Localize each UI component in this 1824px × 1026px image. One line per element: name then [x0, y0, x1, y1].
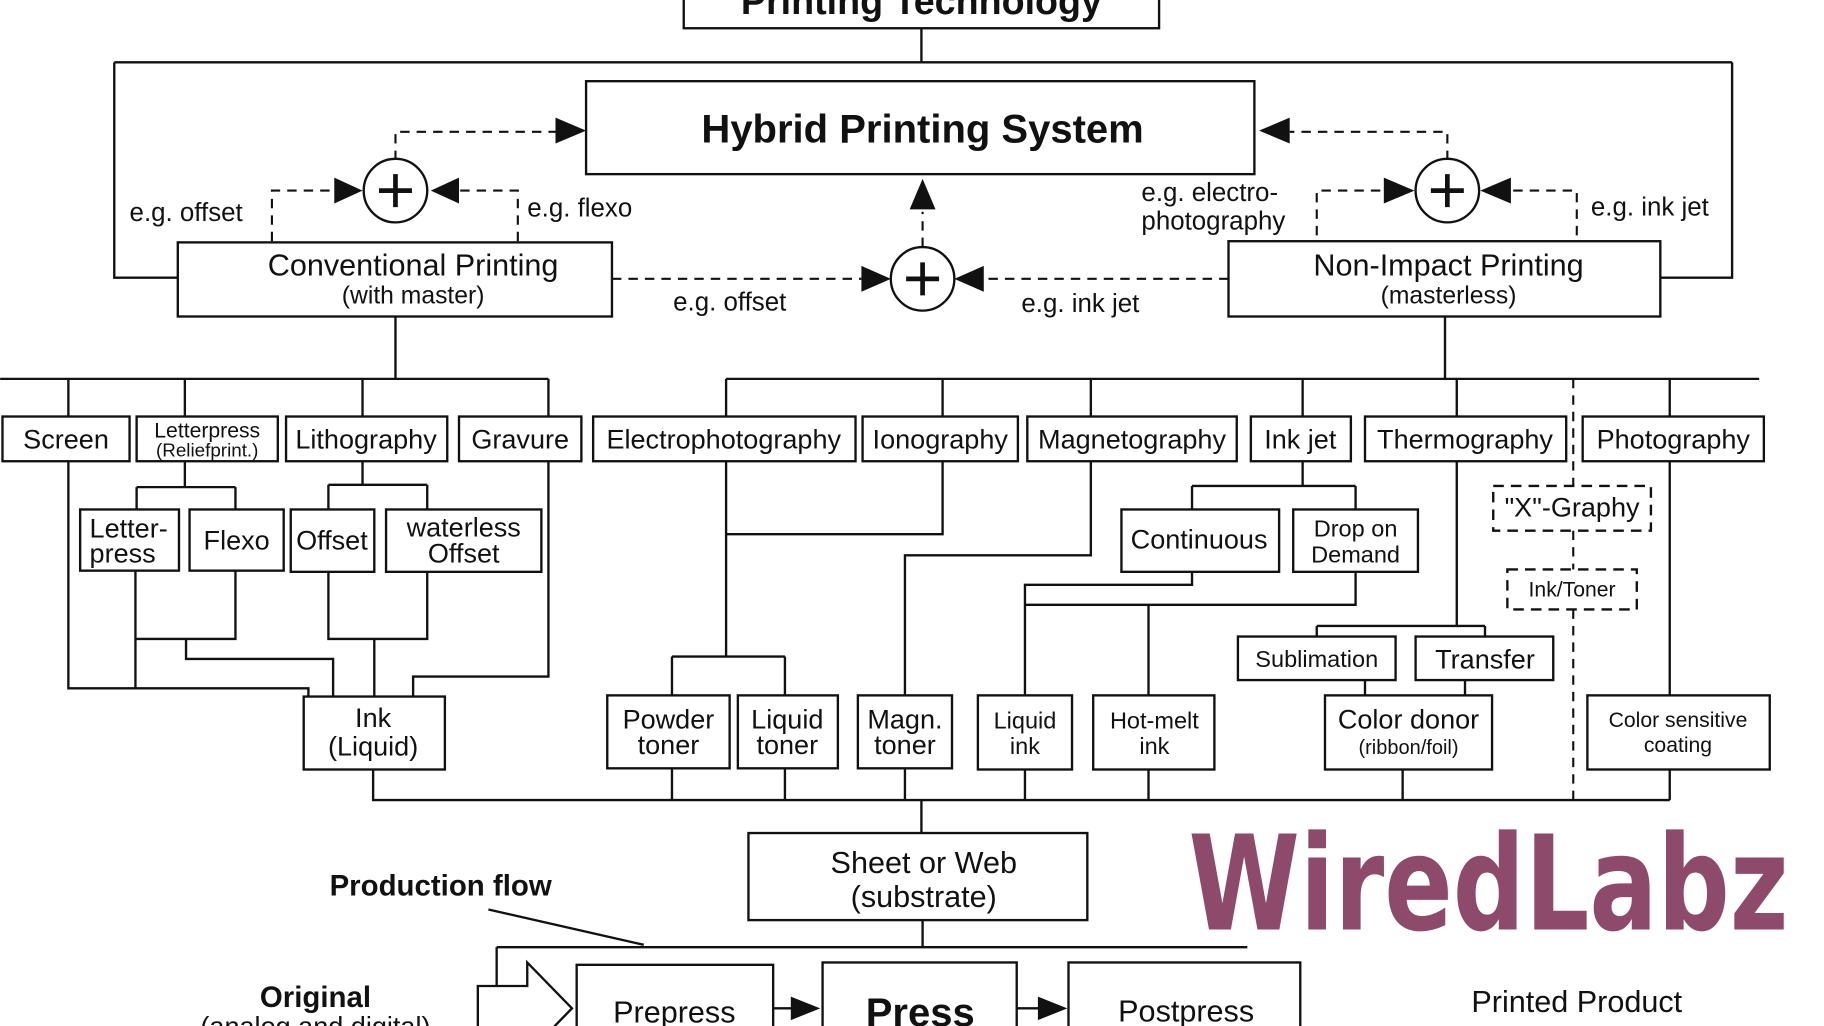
- arrow-right-icon: [790, 996, 821, 1021]
- svg-text:waterless: waterless: [406, 513, 521, 543]
- media-row: Ink (Liquid) Powder toner Liquid toner M…: [302, 694, 1771, 771]
- title-box: Printing Technology: [682, 0, 1161, 30]
- svg-text:Sheet or Web: Sheet or Web: [831, 846, 1017, 880]
- svg-text:Magn.: Magn.: [867, 704, 942, 734]
- process-row: Screen Letterpress (Reliefprint.) Lithog…: [1, 415, 1766, 463]
- svg-text:Ink: Ink: [355, 703, 392, 733]
- subprocess-row: Letter- press Flexo Offset waterless Off…: [78, 484, 1653, 682]
- arrow-left-icon: [954, 265, 984, 292]
- svg-text:Ink/Toner: Ink/Toner: [1529, 579, 1616, 602]
- outline-arrow-icon: [476, 959, 574, 1026]
- connector-lines: [0, 28, 1760, 986]
- svg-text:Transfer: Transfer: [1435, 644, 1535, 674]
- svg-text:Color sensitive: Color sensitive: [1609, 709, 1748, 732]
- production-flow: Production flow Original (analog and dig…: [200, 869, 1683, 1026]
- svg-text:Thermography: Thermography: [1377, 424, 1553, 454]
- svg-text:(Liquid): (Liquid): [328, 731, 418, 761]
- svg-text:Offset: Offset: [296, 525, 368, 555]
- svg-text:toner: toner: [756, 730, 818, 760]
- arrowheads: [334, 117, 1511, 1021]
- svg-text:Lithography: Lithography: [295, 424, 437, 454]
- svg-text:Photography: Photography: [1597, 424, 1751, 454]
- arrow-right-icon: [1037, 996, 1068, 1021]
- svg-text:photography: photography: [1141, 207, 1285, 235]
- svg-text:Prepress: Prepress: [613, 995, 735, 1026]
- substrate-box: Sheet or Web (substrate): [747, 831, 1089, 922]
- svg-text:Non-Impact Printing: Non-Impact Printing: [1313, 248, 1583, 282]
- svg-text:Offset: Offset: [428, 538, 500, 568]
- svg-text:Flexo: Flexo: [204, 525, 270, 555]
- svg-text:"X"-Graphy: "X"-Graphy: [1505, 493, 1640, 523]
- svg-text:(Reliefprint.): (Reliefprint.): [156, 440, 258, 461]
- svg-text:Letterpress: Letterpress: [154, 420, 260, 443]
- svg-text:Letter-: Letter-: [90, 514, 168, 544]
- svg-text:Liquid: Liquid: [751, 704, 823, 734]
- arrow-right-icon: [1383, 177, 1415, 204]
- arrow-right-icon: [334, 177, 363, 204]
- svg-text:Liquid: Liquid: [994, 707, 1057, 733]
- svg-text:Color donor: Color donor: [1338, 704, 1479, 734]
- svg-text:Hybrid Printing System: Hybrid Printing System: [701, 107, 1143, 151]
- production-flow-label: Production flow: [330, 869, 552, 902]
- svg-text:(ribbon/foil): (ribbon/foil): [1359, 737, 1459, 759]
- non-impact-box: Non-Impact Printing (masterless): [1227, 240, 1662, 318]
- svg-text:e.g. offset: e.g. offset: [673, 289, 786, 317]
- svg-text:Printed Product: Printed Product: [1471, 985, 1682, 1019]
- arrow-left-icon: [1480, 177, 1511, 204]
- svg-text:Continuous: Continuous: [1131, 524, 1268, 554]
- hybrid-box: Hybrid Printing System: [584, 80, 1256, 176]
- svg-text:press: press: [90, 538, 156, 568]
- svg-text:e.g. flexo: e.g. flexo: [527, 194, 632, 222]
- plus-circle-icon-right: [1414, 157, 1481, 224]
- svg-text:(masterless): (masterless): [1381, 283, 1517, 310]
- svg-text:ink: ink: [1010, 733, 1040, 759]
- svg-text:Postpress: Postpress: [1118, 994, 1254, 1026]
- svg-text:Powder: Powder: [623, 704, 715, 734]
- conventional-box: Conventional Printing (with master): [176, 241, 614, 318]
- svg-text:Magnetography: Magnetography: [1038, 424, 1226, 454]
- svg-text:Drop on: Drop on: [1314, 516, 1398, 542]
- svg-text:Ink jet: Ink jet: [1264, 424, 1337, 454]
- arrow-right-icon: [555, 117, 587, 144]
- svg-text:Demand: Demand: [1311, 541, 1400, 567]
- svg-text:(with master): (with master): [342, 283, 485, 310]
- svg-text:Electrophotography: Electrophotography: [606, 424, 841, 454]
- svg-text:(analog and digital): (analog and digital): [200, 1011, 430, 1026]
- diagram-title: Printing Technology: [741, 0, 1102, 22]
- svg-text:e.g. offset: e.g. offset: [130, 199, 243, 227]
- svg-text:e.g. electro-: e.g. electro-: [1141, 179, 1278, 207]
- arrow-right-icon: [861, 265, 891, 292]
- svg-text:coating: coating: [1644, 734, 1712, 757]
- svg-text:e.g. ink jet: e.g. ink jet: [1021, 290, 1139, 318]
- process-screen: Screen: [23, 424, 109, 454]
- plus-circle-icon-center: [889, 245, 956, 312]
- svg-text:Conventional Printing: Conventional Printing: [268, 248, 559, 282]
- arrow-up-icon: [909, 178, 936, 210]
- svg-text:(substrate): (substrate): [851, 880, 997, 914]
- svg-text:Ionography: Ionography: [873, 424, 1009, 454]
- svg-text:ink: ink: [1139, 733, 1169, 759]
- plus-circle-icon-left: [362, 157, 429, 224]
- svg-text:Gravure: Gravure: [471, 424, 569, 454]
- svg-text:Original: Original: [260, 981, 371, 1014]
- svg-text:Press: Press: [866, 991, 975, 1026]
- svg-text:toner: toner: [874, 730, 936, 760]
- arrow-left-icon: [430, 177, 460, 204]
- example-labels: e.g. offset e.g. flexo e.g. offset e.g. …: [130, 179, 1709, 318]
- svg-text:Hot-melt: Hot-melt: [1110, 707, 1199, 733]
- svg-text:Sublimation: Sublimation: [1255, 646, 1378, 672]
- svg-text:e.g. ink jet: e.g. ink jet: [1591, 193, 1709, 221]
- watermark-logo: WiredLabz: [1189, 809, 1789, 962]
- svg-text:toner: toner: [638, 730, 700, 760]
- arrow-left-icon: [1259, 117, 1290, 144]
